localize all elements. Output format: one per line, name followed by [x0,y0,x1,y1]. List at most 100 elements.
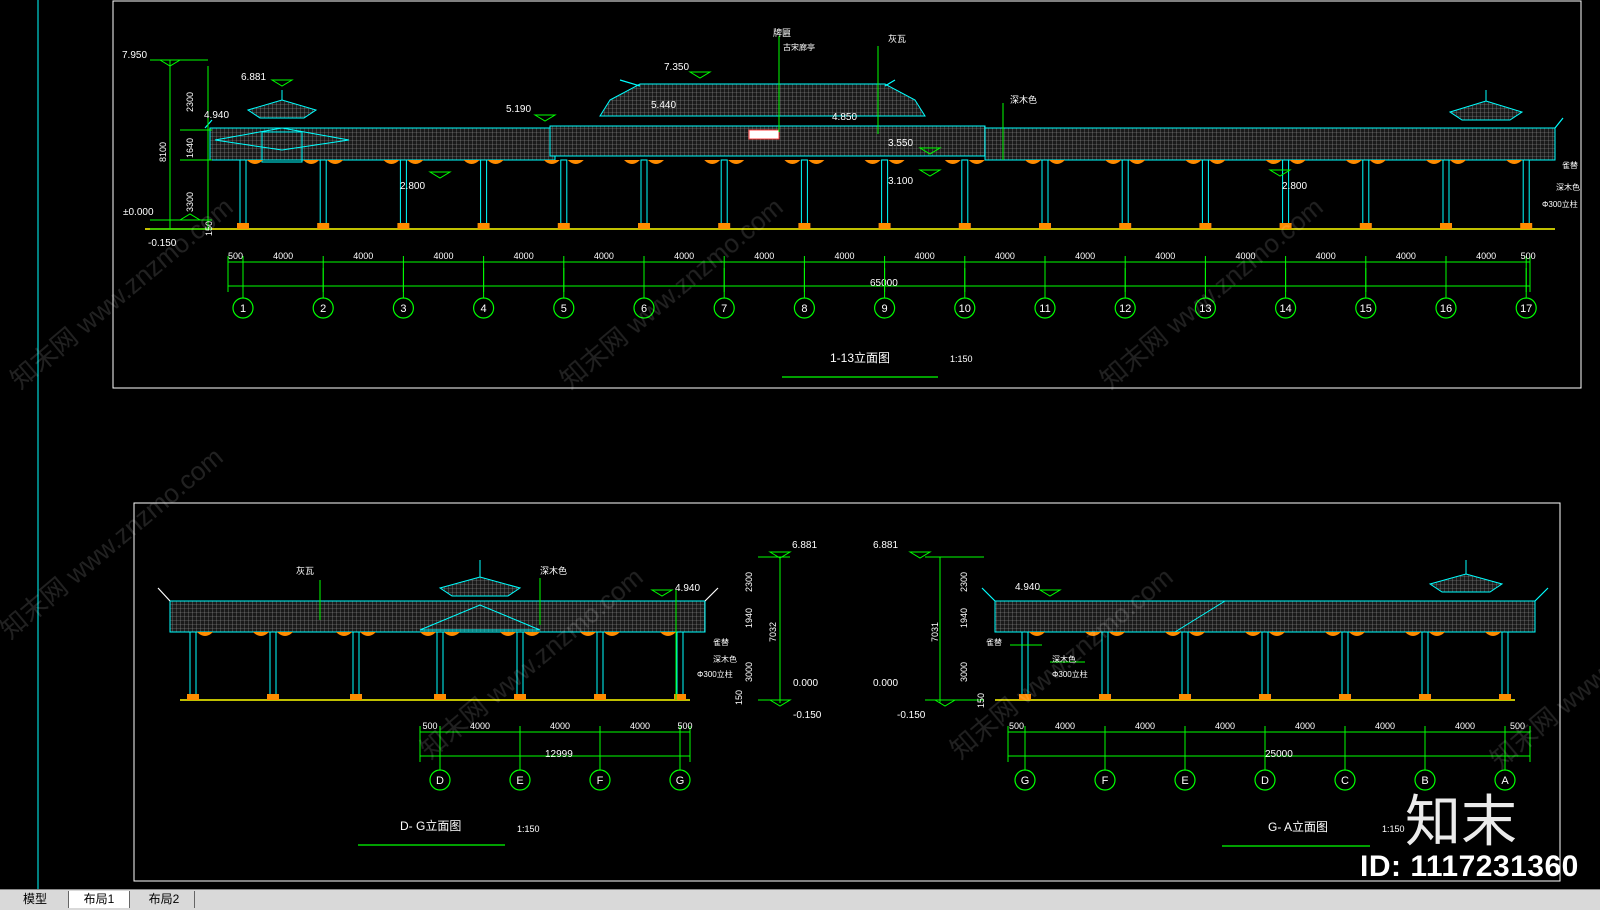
axis-label: C [1341,775,1349,787]
bracket [1049,160,1065,164]
axis-bubble [509,769,531,791]
dim-label: 4000 [433,251,453,261]
bracket [1029,632,1045,636]
axis-bubble [633,297,655,319]
vdim-2300: 2300 [185,92,195,112]
axis-label: 16 [1440,303,1452,315]
section-right-150: 150 [976,693,986,708]
bracket [1269,632,1285,636]
dim-label: 500 [1009,721,1024,731]
column-base [557,223,570,229]
column-base [718,223,731,229]
column-base [1499,694,1511,700]
column-base [317,223,330,229]
layout-tab-bar: 模型 布局1 布局2 [0,889,1600,910]
column [1522,159,1530,226]
bracket [660,632,676,636]
bracket [1105,160,1122,164]
section-right-total: 7031 [930,622,940,642]
tab-model[interactable]: 模型 [10,891,60,908]
bracket [1165,632,1181,636]
section-right-3000: 3000 [959,662,969,682]
column-base [350,694,362,700]
tab-layout1[interactable]: 布局1 [68,891,130,908]
dim-label: 4000 [1075,251,1095,261]
bracket [1209,160,1226,164]
drawing-scale-g-a: 1:150 [1382,824,1405,834]
elev-main-mid2: 4.850 [832,112,857,123]
bracket [1429,632,1445,636]
axis-bubble [713,297,735,319]
column-base [1419,694,1431,700]
elev-main-top: 7.350 [664,62,689,73]
dim-label: 4000 [1476,251,1496,261]
bracket [808,160,825,164]
bracket [1185,160,1202,164]
cad-drawing-canvas[interactable]: 7.950 6.881 4.940 5.190 7.350 5.440 4.85… [0,0,1600,889]
column [352,631,360,697]
bracket [327,160,344,164]
axis-bubble [429,769,451,791]
vdim-150: 150 [204,221,214,236]
axis-bubble [312,297,334,319]
column [596,631,604,697]
svg-text:知末网 www.znzmo.com: 知末网 www.znzmo.com [555,191,789,394]
section-left-150: 150 [734,690,744,705]
axis-bubble [1435,297,1457,319]
axis-bubble [793,297,816,319]
dim-label: 4000 [1135,721,1155,731]
bracket [383,160,400,164]
elev-main-low: 3.550 [888,138,913,149]
axis-label: 12 [1119,303,1131,315]
axis-bubble [1014,769,1036,791]
dim-label: 4000 [1295,721,1315,731]
column-base [1520,223,1533,229]
dim-label: 4000 [514,251,534,261]
drawing-title-1-13: 1-13立面图 [830,350,890,365]
column-base [798,223,811,229]
dg-label-wood-color2: 深木色 [713,654,737,664]
bracket [1349,632,1365,636]
bracket [624,160,640,164]
tab-layout2[interactable]: 布局2 [134,891,195,908]
ga-label-column: Φ300立柱 [1052,669,1088,679]
dim-label: 4000 [273,251,293,261]
axis-label: F [1102,775,1109,787]
axis-bubble [1114,297,1136,319]
bracket [1369,160,1386,164]
axis-label: E [516,775,523,787]
elev-ground: ±0.000 [123,207,154,218]
axis-label: 7 [721,303,727,315]
section-left-2300: 2300 [744,572,754,592]
axis-bubble [1334,769,1356,791]
bracket [1245,632,1261,636]
section-left-below: -0.150 [793,710,822,721]
column-base [477,223,490,229]
label-wood-color-right: 深木色 [1556,182,1580,192]
elev-pavilion-top: 6.881 [241,72,266,83]
bracket [1109,632,1125,636]
column [239,159,247,226]
watermark-logo: 知末 [1405,790,1517,855]
axis-label: 11 [1039,303,1050,315]
dim-label: 500 [1510,721,1525,731]
watermark-id: ID: 1117231360 [1360,850,1579,883]
axis-label: G [1021,775,1030,787]
bracket [1485,632,1501,636]
column [1501,631,1509,697]
column-base [638,223,650,229]
axis-label: 10 [959,303,971,315]
bracket [1405,632,1421,636]
column [1041,159,1049,226]
drawing-scale-d-g: 1:150 [517,824,540,834]
ga-label-railing: 雀替 [986,637,1002,647]
axis-bubble [473,297,495,319]
axis-bubble [1274,297,1297,319]
dim-label: 500 [677,721,692,731]
axis-label: 9 [882,303,888,315]
column-base [1279,223,1292,229]
axis-label: 6 [641,303,647,315]
column-base [187,694,199,700]
tab-model-label: 模型 [22,892,47,906]
column [1121,159,1129,226]
